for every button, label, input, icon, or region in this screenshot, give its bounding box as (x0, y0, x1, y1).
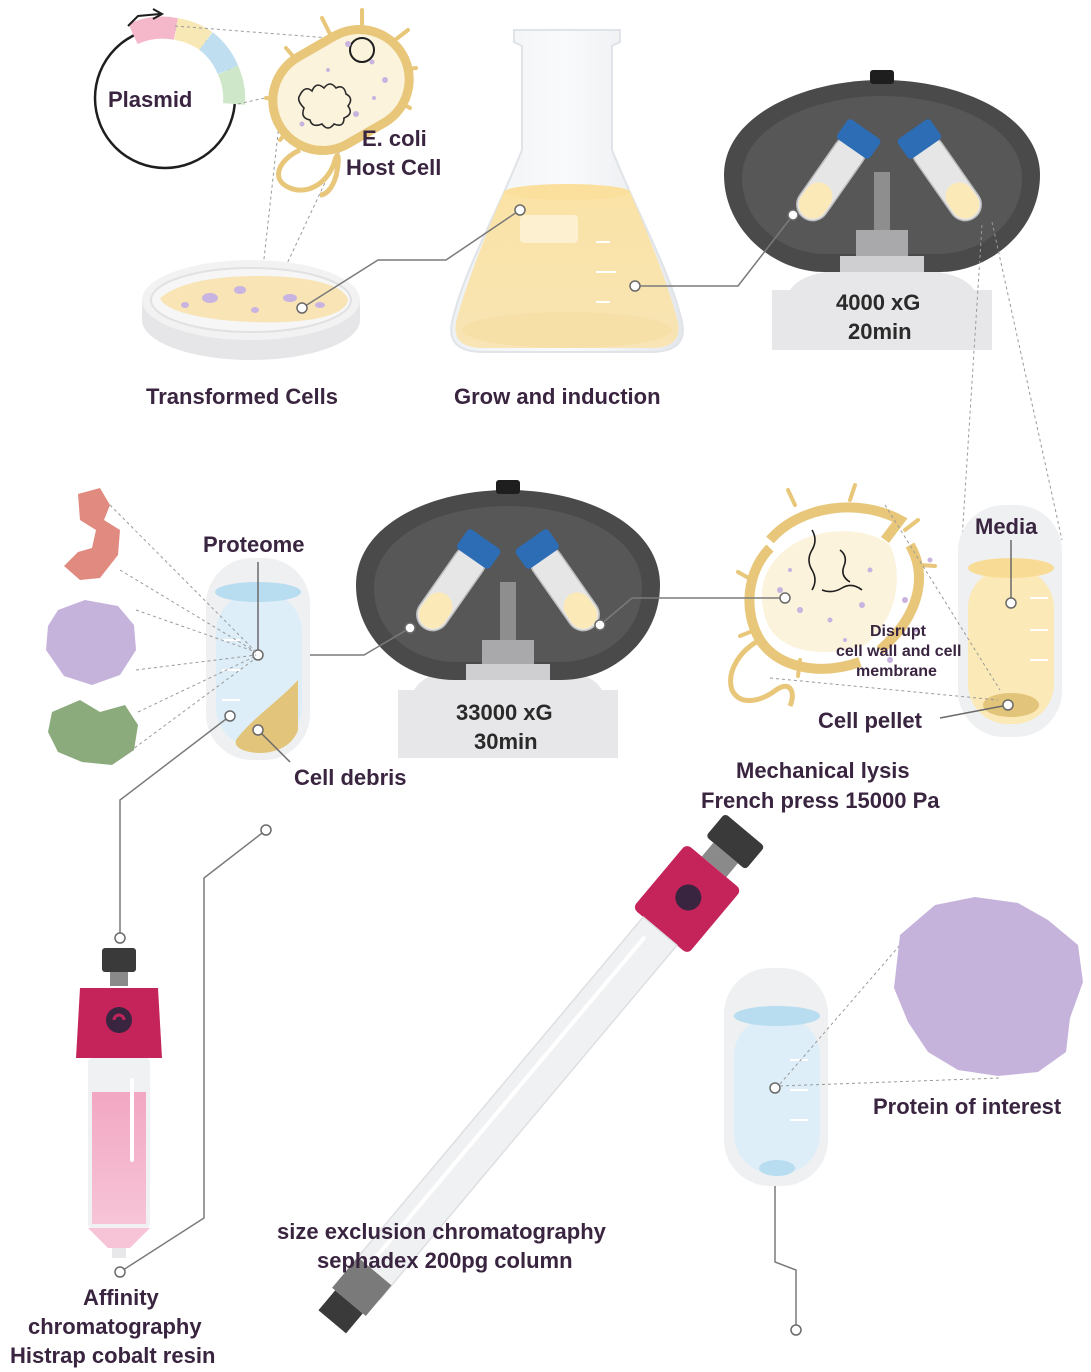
disrupt-label-line2: cell wall and cell (836, 642, 961, 662)
ecoli-label-line1: E. coli (362, 126, 427, 153)
centrifuge2-time: 30min (474, 729, 538, 756)
lysis-label-line1: Mechanical lysis (736, 758, 910, 785)
centrifuge1-speed: 4000 xG (836, 290, 920, 317)
cell-pellet-label: Cell pellet (818, 708, 922, 735)
sec-label-line2: sephadex 200pg column (317, 1248, 573, 1275)
centrifuge1-time: 20min (848, 319, 912, 346)
proteome-tube (206, 558, 310, 762)
plasmid-label: Plasmid (108, 87, 192, 114)
affinity-label-line2: chromatography (28, 1314, 202, 1341)
cell-debris-label: Cell debris (294, 765, 406, 792)
transformed-cells-label: Transformed Cells (146, 384, 338, 411)
affinity-label-line1: Affinity (83, 1285, 159, 1312)
lysis-label-line2: French press 15000 Pa (701, 788, 939, 815)
affinity-column (76, 948, 162, 1258)
erlenmeyer-flask (451, 30, 683, 352)
disrupt-label-line1: Disrupt (870, 622, 926, 642)
petri-dish (142, 260, 360, 360)
media-label: Media (975, 514, 1037, 541)
proteome-proteins (46, 488, 138, 765)
disrupt-label-line3: membrane (856, 662, 937, 682)
ecoli-label-line2: Host Cell (346, 155, 441, 182)
proteome-label: Proteome (203, 532, 304, 559)
grow-induction-label: Grow and induction (454, 384, 661, 411)
affinity-label-line3: Histrap cobalt resin (10, 1343, 215, 1370)
sec-label-line1: size exclusion chromatography (277, 1219, 606, 1246)
protein-of-interest-label: Protein of interest (873, 1094, 1061, 1121)
final-tube (724, 968, 828, 1186)
protein-of-interest-structure (894, 897, 1083, 1076)
centrifuge2-speed: 33000 xG (456, 700, 553, 727)
